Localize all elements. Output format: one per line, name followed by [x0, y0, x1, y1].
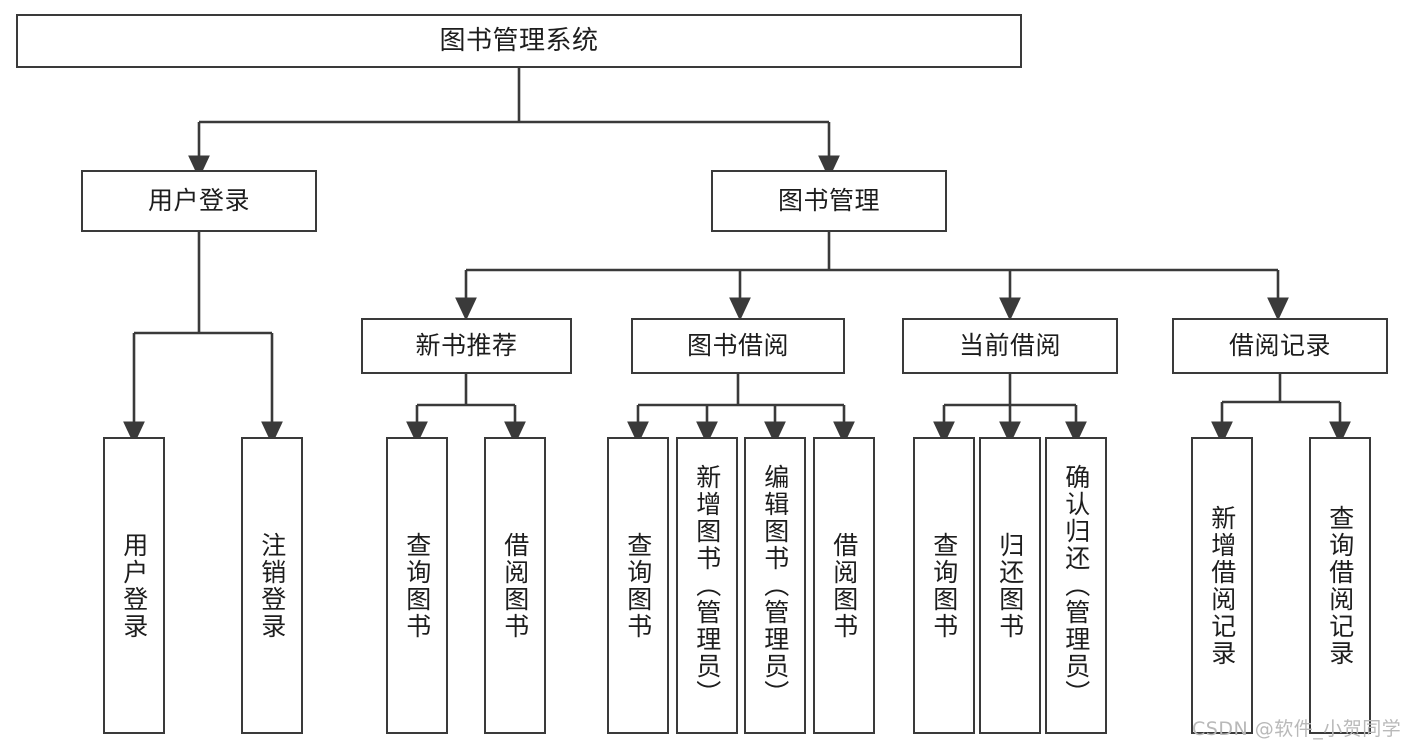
node-label: 图书管理系统: [439, 25, 599, 56]
leaf-add-borrow-record[interactable]: 新增借阅记录: [1191, 437, 1253, 734]
node-label: 归还图书: [995, 531, 1025, 640]
node-label: 图书借阅: [686, 331, 789, 361]
node-label: 确认归还（管理员）: [1061, 464, 1091, 707]
leaf-query-book-current[interactable]: 查询图书: [913, 437, 975, 734]
node-label: 用户登录: [119, 531, 149, 640]
node-label: 借阅记录: [1228, 331, 1331, 361]
leaf-edit-book-admin[interactable]: 编辑图书（管理员）: [744, 437, 806, 734]
node-root-system[interactable]: 图书管理系统: [16, 14, 1022, 68]
leaf-return-book[interactable]: 归还图书: [979, 437, 1041, 734]
node-label: 查询借阅记录: [1325, 504, 1355, 667]
node-user-login[interactable]: 用户登录: [81, 170, 317, 232]
node-borrow-record[interactable]: 借阅记录: [1172, 318, 1388, 374]
node-book-management[interactable]: 图书管理: [711, 170, 947, 232]
node-label: 注销登录: [257, 531, 287, 640]
node-label: 图书管理: [777, 186, 880, 216]
node-label: 新书推荐: [415, 331, 518, 361]
node-label: 借阅图书: [500, 531, 530, 640]
node-new-book-recommend[interactable]: 新书推荐: [361, 318, 572, 374]
leaf-borrow-book-recommend[interactable]: 借阅图书: [484, 437, 546, 734]
node-label: 新增图书（管理员）: [692, 464, 722, 707]
node-label: 当前借阅: [958, 331, 1061, 361]
leaf-query-book-recommend[interactable]: 查询图书: [386, 437, 448, 734]
node-label: 查询图书: [623, 531, 653, 640]
node-label: 查询图书: [402, 531, 432, 640]
leaf-logout[interactable]: 注销登录: [241, 437, 303, 734]
leaf-query-book-borrow[interactable]: 查询图书: [607, 437, 669, 734]
leaf-user-login[interactable]: 用户登录: [103, 437, 165, 734]
node-label: 编辑图书（管理员）: [760, 464, 790, 707]
leaf-add-book-admin[interactable]: 新增图书（管理员）: [676, 437, 738, 734]
node-label: 借阅图书: [829, 531, 859, 640]
node-label: 新增借阅记录: [1207, 504, 1237, 667]
node-current-borrow[interactable]: 当前借阅: [902, 318, 1118, 374]
leaf-borrow-book[interactable]: 借阅图书: [813, 437, 875, 734]
csdn-watermark: CSDN @软件_小贺同学: [1192, 718, 1402, 740]
node-book-borrow[interactable]: 图书借阅: [631, 318, 845, 374]
leaf-confirm-return-admin[interactable]: 确认归还（管理员）: [1045, 437, 1107, 734]
node-label: 查询图书: [929, 531, 959, 640]
node-label: 用户登录: [147, 186, 250, 216]
leaf-query-borrow-record[interactable]: 查询借阅记录: [1309, 437, 1371, 734]
